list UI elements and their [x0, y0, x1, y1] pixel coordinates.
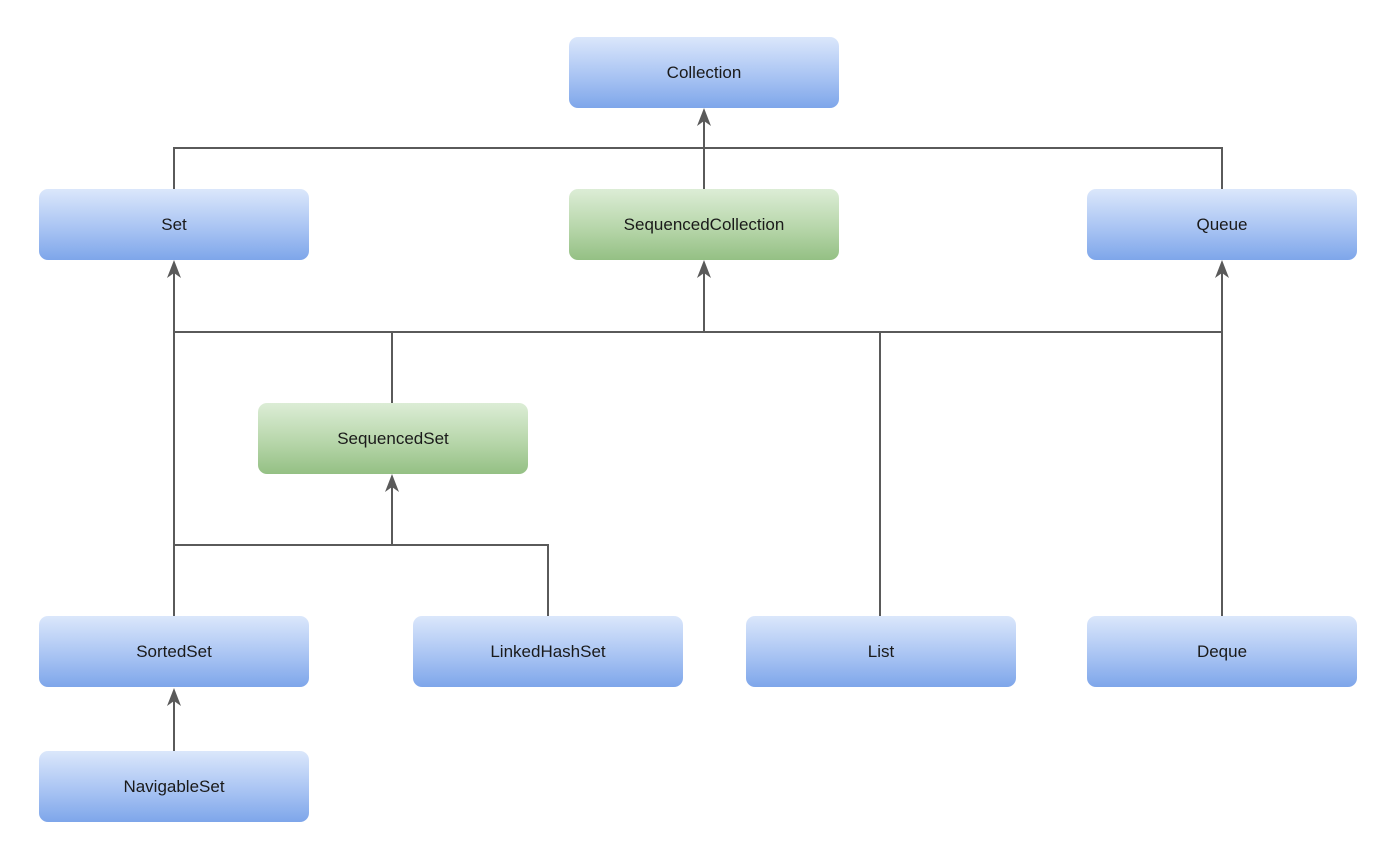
- node-deque: Deque: [1087, 616, 1357, 687]
- node-list: List: [746, 616, 1016, 687]
- arrowhead-sequencedset: [385, 474, 399, 492]
- node-navigable-set: NavigableSet: [39, 751, 309, 822]
- node-label-collection: Collection: [666, 62, 742, 82]
- node-sorted-set: SortedSet: [39, 616, 309, 687]
- arrowhead-queue: [1215, 260, 1229, 278]
- node-label-sequenced-set: SequencedSet: [337, 428, 449, 448]
- node-set: Set: [39, 189, 309, 260]
- node-label-list: List: [867, 641, 895, 661]
- node-collection: Collection: [569, 37, 839, 108]
- node-sequenced-collection: SequencedCollection: [569, 189, 839, 260]
- node-label-set: Set: [161, 214, 187, 234]
- arrowhead-sortedset: [167, 688, 181, 706]
- node-label-deque: Deque: [1196, 641, 1248, 661]
- node-label-sequenced-collection: SequencedCollection: [623, 214, 785, 234]
- node-sequenced-set: SequencedSet: [258, 403, 528, 474]
- edge-queue-to-collection: [704, 147, 1223, 189]
- arrowhead-set: [167, 260, 181, 278]
- arrowhead-sequencedcollection: [697, 260, 711, 278]
- arrowhead-collection: [697, 108, 711, 126]
- node-label-queue: Queue: [1196, 214, 1248, 234]
- edge-set-to-collection: [173, 147, 704, 189]
- node-label-navigable-set: NavigableSet: [123, 776, 225, 796]
- node-label-linked-hash-set: LinkedHashSet: [490, 641, 606, 661]
- edge-sortedset-linkedhashset-to-sequencedset: [174, 544, 549, 616]
- node-linked-hash-set: LinkedHashSet: [413, 616, 683, 687]
- node-queue: Queue: [1087, 189, 1357, 260]
- node-label-sorted-set: SortedSet: [136, 641, 212, 661]
